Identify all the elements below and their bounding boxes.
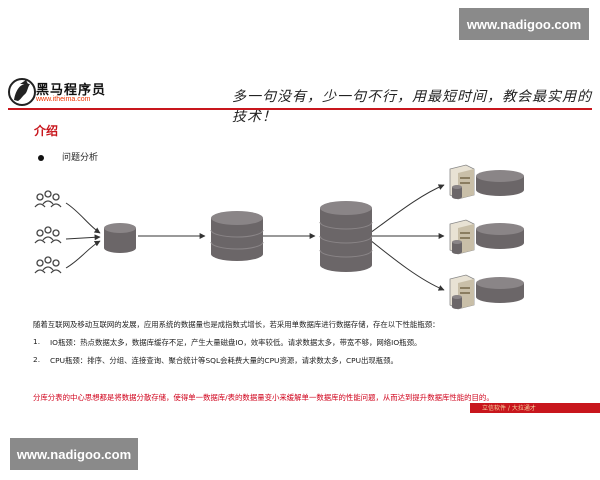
list-item: CPU瓶颈：排序、分组、连接查询、聚合统计等SQL会耗费大量的CPU资源，请求数… xyxy=(50,356,398,365)
slogan: 多一句没有，少一句不行，用最短时间，教会最实用的技术！ xyxy=(232,89,592,125)
list-item-number: 1. xyxy=(33,337,41,346)
arrow-icon xyxy=(65,184,445,291)
bullet-label: 问题分析 xyxy=(62,153,99,163)
brand-url: www.itheima.com xyxy=(36,96,91,103)
watermark-top: www.nadigoo.com xyxy=(459,8,589,40)
database-icon xyxy=(476,277,524,303)
list-item-number: 2. xyxy=(33,355,41,364)
database-icon xyxy=(210,211,264,261)
server-icon xyxy=(449,164,475,310)
database-icon xyxy=(476,223,524,249)
watermark-bottom: www.nadigoo.com xyxy=(10,438,138,470)
intro-paragraph: 随着互联网及移动互联网的发展，应用系统的数据量也是成指数式增长，若采用单数据库进… xyxy=(33,320,440,329)
list-item: IO瓶颈：热点数据太多，数据库缓存不足，产生大量磁盘IO，效率较低。请求数据太多… xyxy=(50,338,422,347)
summary-text: 分库分表的中心思想都是将数据分散存储，使得单一数据库/表的数据量变小来缓解单一数… xyxy=(33,393,494,402)
brand-name: 黑马程序员 xyxy=(36,83,107,98)
footer-bar xyxy=(470,403,600,413)
database-icon xyxy=(476,170,524,196)
database-icon xyxy=(104,223,136,253)
section-title: 介绍 xyxy=(34,124,59,138)
users-icon xyxy=(34,190,62,274)
database-icon xyxy=(319,201,373,272)
horse-logo-icon xyxy=(8,78,36,106)
header-divider xyxy=(8,108,592,110)
footer-text: 立信软件 / 大拉通才 xyxy=(482,405,536,412)
bullet-icon xyxy=(38,155,44,161)
